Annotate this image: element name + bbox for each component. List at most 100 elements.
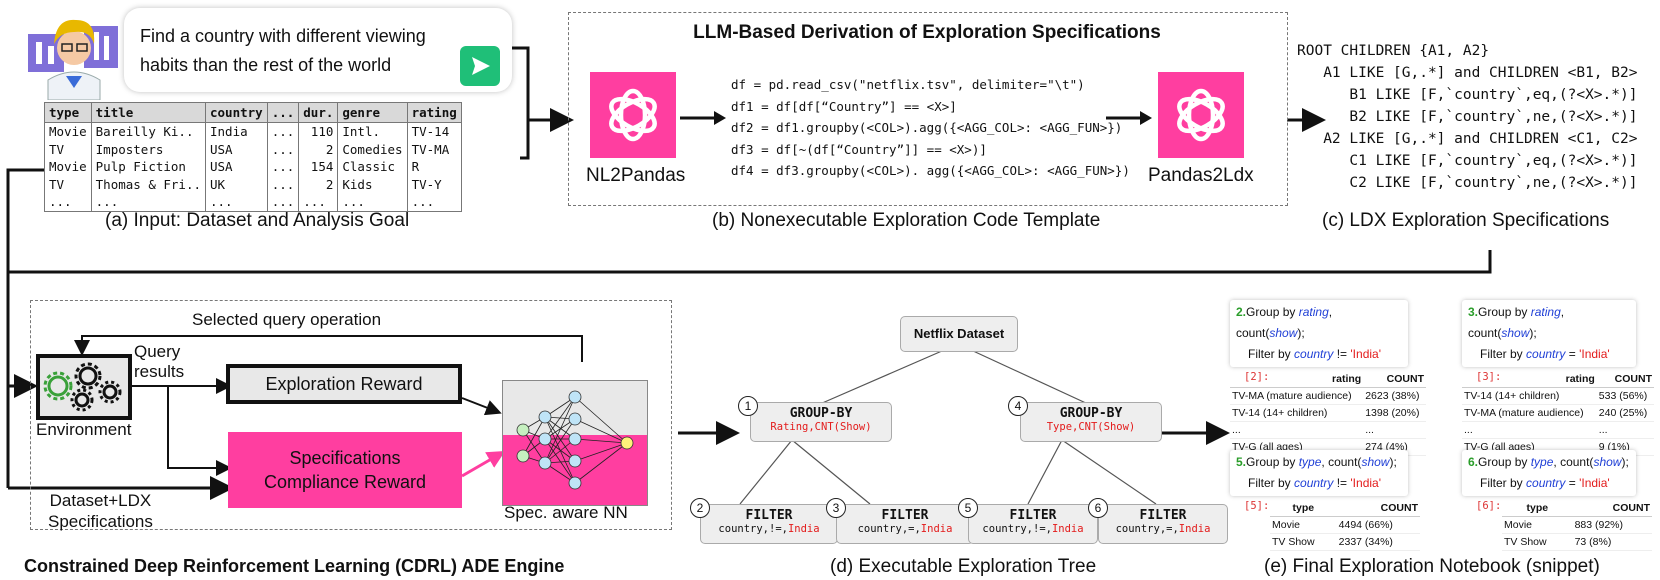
agg-col: show — [1361, 455, 1390, 469]
nn-edge — [544, 396, 576, 464]
send-button[interactable] — [460, 46, 500, 86]
agg-end: ); — [1297, 326, 1305, 340]
agg-text: , count( — [1236, 305, 1333, 340]
table-header-cell: rating — [406, 102, 462, 123]
output-cell: 240 (25%) — [1596, 404, 1654, 422]
output-row: TV-14 (14+ children)1398 (20%) — [1230, 404, 1426, 422]
table-cell: ... — [44, 193, 92, 212]
output-header-cell: COUNT — [1596, 371, 1654, 388]
nn-edge — [574, 396, 628, 444]
dataset-ldx-label: Dataset+LDX Specifications — [48, 491, 153, 531]
analysis-goal-text: Find a country with different viewing ha… — [140, 26, 426, 75]
nn-node — [620, 436, 634, 450]
output-row: TV-MA (mature audience)2623 (38%) — [1230, 387, 1426, 405]
exploration-reward-label: Exploration Reward — [265, 374, 423, 394]
nn-edge — [544, 438, 576, 464]
table-header-cell: dur. — [298, 102, 339, 123]
cell-number: 5. — [1236, 455, 1247, 469]
notebook-cell: 5.Group by type, count(show);Filter by c… — [1230, 450, 1426, 551]
table-cell: India — [205, 122, 268, 141]
nn-node — [538, 410, 552, 424]
table-cell: TV — [44, 140, 92, 158]
output-header-cell: COUNT — [1572, 500, 1652, 517]
tree-node-op: GROUP-BY — [789, 406, 853, 421]
nn-edge — [544, 438, 576, 484]
code-line: df2 = df1.groupby(<COL>).agg({<AGG_COL>:… — [731, 120, 1123, 135]
tree-node-arg: India — [787, 523, 820, 535]
code-line: df = pd.read_csv("netflix.tsv", delimite… — [731, 77, 1085, 92]
nn-edge — [544, 418, 576, 464]
output-cell: TV-MA (mature audience) — [1230, 387, 1364, 405]
environment-label: Environment — [36, 420, 132, 439]
notebook-cell-header: 2.Group by rating, count(show);Filter by… — [1230, 300, 1408, 367]
filter-val: 'India' — [1350, 476, 1381, 490]
agg-end: ); — [1389, 455, 1397, 469]
table-cell: ... — [266, 175, 300, 193]
filter-op: = — [1565, 347, 1580, 361]
compliance-reward-box: Specifications Compliance Reward — [228, 432, 462, 508]
gear-icon — [43, 362, 122, 412]
table-cell: Bareilly Ki.. — [90, 122, 207, 141]
selected-op-label: Selected query operation — [192, 310, 382, 329]
nn-node — [568, 390, 582, 404]
table-cell: TV — [44, 175, 92, 193]
group-col: rating — [1530, 305, 1561, 319]
table-cell: Kids — [337, 175, 408, 193]
table-header-cell: genre — [337, 102, 408, 123]
code-line: df3 = df[~(df[“Country”]] == <X>)] — [731, 141, 987, 157]
tree-node-op: GROUP-BY — [1059, 406, 1123, 421]
pandas2ldx-label: Pandas2Ldx — [1148, 165, 1254, 186]
nn-edge — [522, 416, 546, 457]
nn-box — [502, 380, 648, 506]
table-cell: Movie — [44, 158, 92, 176]
table-header-cell: type — [44, 102, 92, 123]
table-cell: Intl. — [337, 122, 408, 141]
environment-box — [36, 354, 132, 420]
output-row: ...... — [1230, 421, 1426, 439]
group-line: 5.Group by type, count(show); — [1236, 452, 1402, 473]
tree-node-args: country,!=,India — [701, 523, 837, 535]
tree-node-number: 3 — [826, 498, 846, 518]
tree-node-op: FILTER — [745, 508, 793, 523]
table-cell: ... — [298, 193, 339, 212]
output-row: ...... — [1462, 421, 1654, 439]
filter-col: country — [1526, 476, 1566, 490]
output-cell: ... — [1363, 421, 1426, 439]
output-cell: Movie — [1270, 516, 1337, 534]
ldx-line: B2 LIKE [F,`country`,ne,(?<X>.*)] — [1297, 109, 1638, 125]
nn-node — [538, 456, 552, 470]
table-cell: ... — [266, 193, 300, 212]
output-cell: 533 (56%) — [1596, 387, 1654, 405]
group-col: rating — [1298, 305, 1329, 319]
tree-node-args: country,=,India — [1099, 523, 1227, 535]
code-line: df1 = df[df[“Country”] == <X>] — [731, 98, 957, 114]
tree-node-arg: country,=, — [1115, 523, 1179, 535]
table-cell: TV-14 — [406, 122, 462, 141]
agg-text: , count( — [1468, 305, 1565, 340]
filter-line: Filter by country = 'India' — [1468, 344, 1630, 365]
pandas2ldx-box — [1158, 72, 1244, 158]
tree-node-arg: Type,CNT(Show) — [1046, 421, 1136, 433]
caption-input: (a) Input: Dataset and Analysis Goal — [105, 210, 410, 231]
tree-node-op: FILTER — [881, 508, 929, 523]
ldx-line: B1 LIKE [F,`country`,eq,(?<X>.*)] — [1297, 87, 1638, 103]
tree-node-arg: India — [1051, 523, 1084, 535]
table-cell: USA — [205, 140, 268, 158]
notebook-cell: 3.Group by rating, count(show);Filter by… — [1462, 300, 1654, 456]
exploration-reward-box: Exploration Reward — [226, 364, 462, 404]
tree-node-number: 4 — [1008, 396, 1028, 416]
output-cell: ... — [1462, 421, 1597, 439]
filter-op: != — [1333, 347, 1351, 361]
